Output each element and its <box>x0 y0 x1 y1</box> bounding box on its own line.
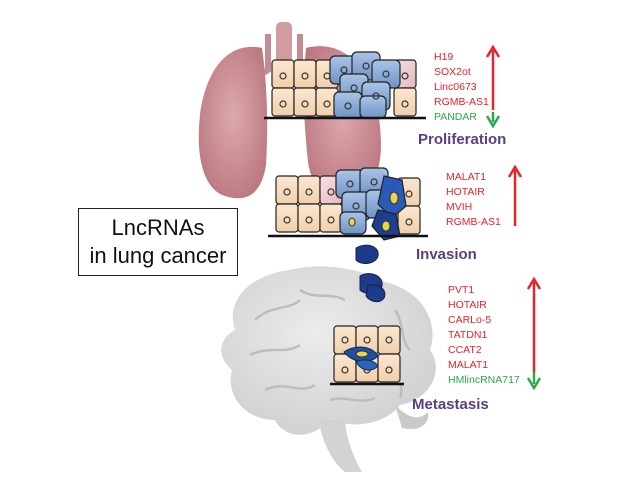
proliferation-up-arrow <box>485 44 501 110</box>
gene-label: HOTAIR <box>446 186 485 198</box>
brain-illustration <box>221 266 436 472</box>
gene-label: MVIH <box>446 201 473 213</box>
title-line-1: LncRNAs <box>111 215 205 240</box>
invasion-cell-cluster <box>268 167 428 241</box>
invasion-up-arrow <box>507 164 523 226</box>
gene-label: SOX2ot <box>434 66 471 78</box>
metastasis-cell-cluster <box>330 325 404 386</box>
metastasis-down-arrow <box>526 372 542 391</box>
gene-label: MALAT1 <box>448 359 489 371</box>
gene-label: RGMB-AS1 <box>434 96 489 108</box>
migrating-tumor-cells <box>355 244 386 303</box>
proliferation-cell-cluster <box>264 51 426 120</box>
gene-label: PVT1 <box>448 284 475 296</box>
gene-label: Linc0673 <box>434 81 477 93</box>
title-line-2: in lung cancer <box>89 243 227 268</box>
gene-label: MALAT1 <box>446 171 487 183</box>
gene-label: RGMB-AS1 <box>446 216 501 228</box>
title-box: LncRNAs in lung cancer <box>78 208 238 276</box>
stage-label-metastasis: Metastasis <box>412 396 489 413</box>
gene-label: CCAT2 <box>448 344 482 356</box>
gene-label: HOTAIR <box>448 299 487 311</box>
metastasis-up-arrow <box>526 276 542 372</box>
stage-label-proliferation: Proliferation <box>418 131 507 148</box>
proliferation-down-arrow <box>485 112 501 129</box>
gene-label: H19 <box>434 51 454 63</box>
gene-label: HMlincRNA717 <box>448 374 520 386</box>
gene-label: TATDN1 <box>448 329 488 341</box>
gene-label: PANDAR <box>434 111 477 123</box>
stage-label-invasion: Invasion <box>416 246 477 263</box>
gene-label: CARLo-5 <box>448 314 492 326</box>
